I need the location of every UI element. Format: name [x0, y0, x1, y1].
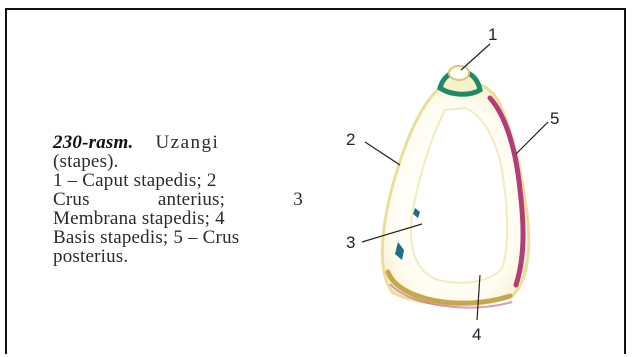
caput-top — [449, 66, 469, 80]
caption-line-2-word-1: Crus — [53, 190, 90, 209]
caption-line-2: Crus anterius; 3 — [53, 190, 303, 209]
stapes-illustration: 1 2 3 4 5 — [320, 10, 620, 350]
label-1: 1 — [488, 25, 497, 44]
label-4: 4 — [472, 325, 481, 344]
label-2: 2 — [346, 130, 355, 149]
caption-line-1: 1 – Caput stapedis; 2 — [53, 171, 303, 190]
caption-line-2-word-3: 3 — [293, 190, 303, 209]
leader-line-2 — [365, 142, 400, 165]
caption-line-2-word-2: anterius; — [158, 190, 225, 209]
label-3: 3 — [346, 233, 355, 252]
figure-title: Uzangi — [155, 132, 219, 153]
caption-subtitle: (stapes). — [53, 152, 303, 171]
leader-line-5 — [516, 122, 548, 154]
leader-line-1 — [461, 44, 490, 70]
figure-label: 230-rasm. — [53, 132, 133, 153]
caption-line-3: Membrana stapedis; 4 — [53, 209, 303, 228]
caption-line-5: posterius. — [53, 247, 303, 266]
caption-line-4: Basis stapedis; 5 – Crus — [53, 228, 303, 247]
figure-caption: 230-rasm. Uzangi (stapes). 1 – Caput stap… — [53, 133, 303, 266]
label-5: 5 — [550, 109, 559, 128]
caption-heading: 230-rasm. Uzangi — [53, 133, 303, 152]
